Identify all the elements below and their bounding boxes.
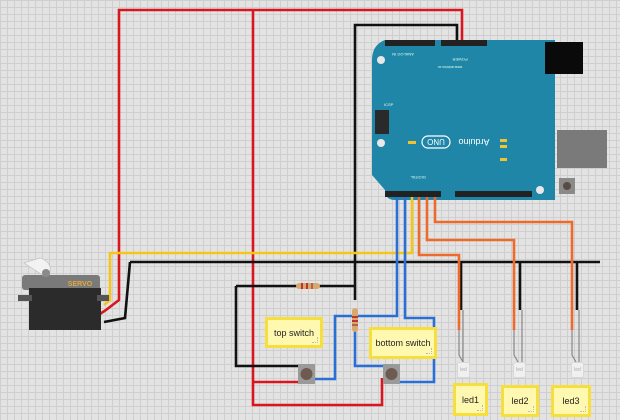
wire-gnd-main[interactable] <box>353 23 459 300</box>
icsp-header <box>375 110 389 134</box>
wire-bottom-switch-pulldown[interactable] <box>353 330 383 368</box>
digital-header-low <box>385 191 441 197</box>
wire-led1-signal[interactable] <box>417 197 461 330</box>
uno-label: UNO <box>427 137 445 146</box>
note-top-switch[interactable]: top switch <box>265 317 323 348</box>
rx-led <box>500 139 507 142</box>
l-led <box>500 158 507 161</box>
wire-bottom-switch-signal[interactable] <box>400 197 436 384</box>
resistor-horizontal[interactable] <box>296 283 320 289</box>
servo-top <box>22 275 100 290</box>
bottom-switch[interactable] <box>383 364 400 384</box>
note-text: top switch <box>273 327 315 338</box>
mounting-hole <box>536 186 544 194</box>
wire-led2-signal[interactable] <box>425 197 516 330</box>
servo-motor[interactable] <box>18 257 109 330</box>
note-led3[interactable]: led3 <box>551 385 591 417</box>
servo-shaft <box>42 269 50 277</box>
note-led1[interactable]: led1 <box>453 383 488 416</box>
power-jack <box>545 42 583 74</box>
servo-mount-right <box>97 295 109 301</box>
resize-handle[interactable] <box>426 348 432 354</box>
wire-5v-switches[interactable] <box>251 10 384 407</box>
usb-port <box>557 130 607 168</box>
uno-logo <box>421 135 451 149</box>
note-led2[interactable]: led2 <box>501 385 539 417</box>
arduino-label: Arduino <box>458 137 489 147</box>
led2-leg <box>513 330 519 363</box>
wire-gnd-servo[interactable] <box>103 261 132 324</box>
analog-in-label: ANALOG IN <box>392 52 414 57</box>
led3-body[interactable]: led <box>571 362 584 378</box>
led3-leg <box>571 330 577 363</box>
digital-header-high <box>455 191 532 197</box>
resistor-vertical[interactable] <box>352 308 358 332</box>
wire-servo-signal[interactable] <box>103 197 414 306</box>
wires <box>99 8 600 407</box>
led1-body[interactable]: led <box>457 362 470 378</box>
top-switch[interactable] <box>298 364 315 384</box>
resize-handle[interactable] <box>477 405 483 411</box>
analog-header <box>385 40 435 46</box>
board-body <box>372 40 555 200</box>
wire-5v-servo[interactable] <box>117 8 464 255</box>
mounting-hole <box>377 56 385 64</box>
led2-body[interactable]: led <box>513 362 526 378</box>
digital-label: DIGITAL <box>410 175 426 180</box>
power-header <box>441 40 487 46</box>
note-text: led2 <box>511 396 529 406</box>
mounting-hole <box>377 139 385 147</box>
reset-button-cap <box>563 182 571 190</box>
resize-handle[interactable] <box>312 337 318 343</box>
resize-handle[interactable] <box>528 406 534 412</box>
note-text: led3 <box>562 396 580 406</box>
power-label: POWER <box>452 57 467 62</box>
wire-top-switch-signal[interactable] <box>314 197 399 381</box>
note-text: led1 <box>461 394 479 405</box>
servo-body <box>29 288 101 330</box>
wire-5v-servo-tail[interactable] <box>99 255 121 316</box>
on-led <box>408 141 416 144</box>
note-text: bottom switch <box>375 338 431 348</box>
servo-mount-left <box>18 295 32 301</box>
servo-label: SERVO <box>68 281 93 288</box>
tx-led <box>500 145 507 148</box>
icsp-label: ICSP <box>384 102 394 107</box>
resize-handle[interactable] <box>580 406 586 412</box>
wire-gnd-top-switch[interactable] <box>234 286 298 368</box>
wire-led3-signal[interactable] <box>433 197 574 330</box>
arduino-board[interactable] <box>372 40 607 200</box>
note-bottom-switch[interactable]: bottom switch <box>369 327 437 359</box>
led1-leg <box>458 330 464 363</box>
url-label: www.arduino.cc <box>437 65 462 69</box>
